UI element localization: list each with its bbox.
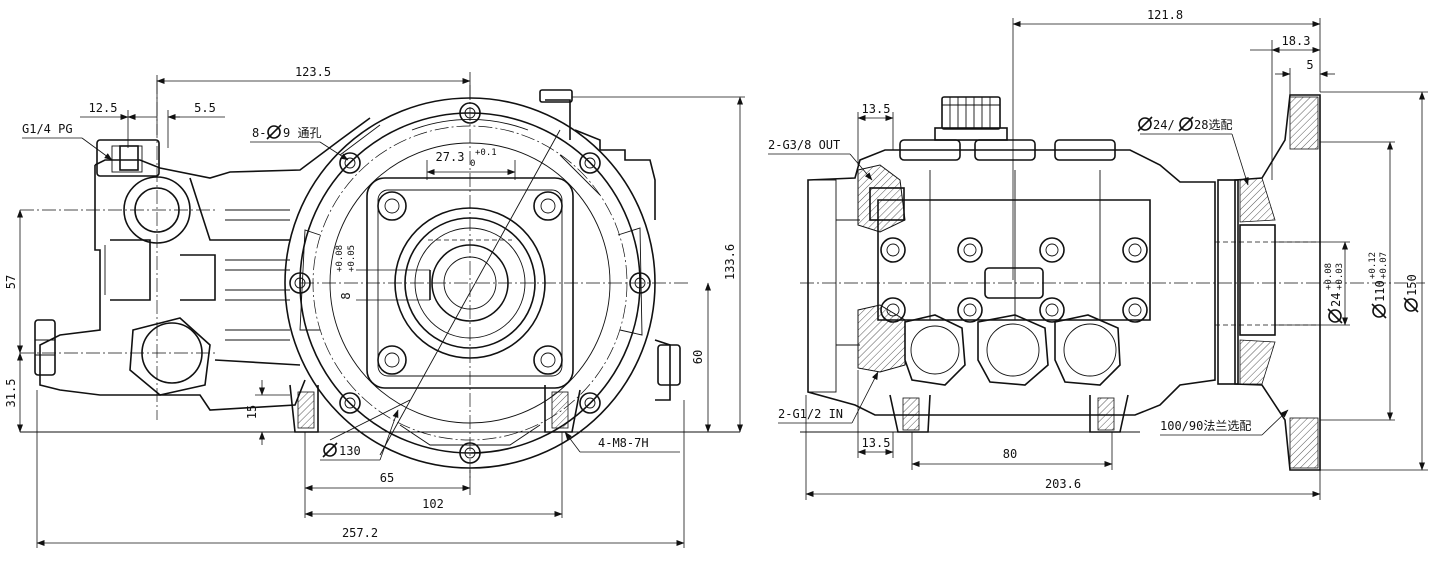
- left-view: 123.5 12.5 5.5 G1/4 PG 8- 9 通孔 27.3 +0.1…: [4, 65, 745, 548]
- dim-12-5: 12.5: [89, 101, 118, 115]
- dim-24: 24: [1329, 293, 1343, 307]
- shaft-b: 28选配: [1194, 118, 1232, 132]
- label-g14-pg: G1/4 PG: [22, 122, 73, 136]
- label-in: 2-G1/2 IN: [778, 407, 843, 421]
- dim-8: 8: [339, 292, 353, 299]
- dim-110-tol-up: +0.12: [1368, 252, 1378, 279]
- holes-suffix: 9 通孔: [283, 126, 321, 140]
- dim-24-tol-up: +0.08: [1324, 263, 1334, 290]
- dim-13-5-top: 13.5: [862, 102, 891, 116]
- flange: [284, 97, 656, 469]
- label-m8: 4-M8-7H: [598, 436, 649, 450]
- label-d130: 130: [320, 409, 399, 461]
- dim-8-tol-up: +0.08: [335, 245, 345, 272]
- label-flange: 100/90法兰选配: [1160, 419, 1251, 433]
- dim-150-group: 150: [1403, 274, 1419, 313]
- side-plug: [34, 319, 56, 376]
- dim-24-group: 24 +0.08 +0.03: [1324, 263, 1345, 324]
- dim-57: 57: [4, 275, 18, 289]
- dim-13-5-bot: 13.5: [862, 436, 891, 450]
- holes-prefix: 8-: [252, 126, 266, 140]
- diameter-symbol: [267, 125, 281, 139]
- dim-203-6: 203.6: [1045, 477, 1081, 491]
- dim-110: 110: [1373, 280, 1387, 302]
- pump-head: [34, 117, 371, 411]
- shaft-bore: [394, 207, 546, 359]
- outlet-port: [123, 176, 191, 244]
- dim-27-3: 27.3: [436, 150, 465, 164]
- right-view: 121.8 18.3 5 13.5 2-G3/8 OUT 24/ 28选配: [768, 8, 1428, 500]
- dim-150: 150: [1405, 274, 1419, 296]
- dim-110-group: 110 +0.12 +0.07: [1368, 252, 1389, 319]
- dim-15: 15: [245, 405, 259, 419]
- dim-110-tol-lo: +0.07: [1379, 252, 1389, 279]
- oil-cap: [941, 96, 1001, 130]
- dim-130: 130: [339, 444, 361, 458]
- dim-65: 65: [380, 471, 394, 485]
- pump-body: [807, 96, 1216, 433]
- dim-8-group: 8 +0.08 +0.05: [335, 245, 357, 300]
- dim-257-2: 257.2: [342, 526, 378, 540]
- dim-5-5: 5.5: [194, 101, 216, 115]
- dim-27-3-tol-up: +0.1: [475, 148, 497, 158]
- mounting-flange: [1215, 94, 1321, 471]
- dim-31-5: 31.5: [4, 379, 18, 408]
- label-out: 2-G3/8 OUT: [768, 138, 840, 152]
- dim-121-8: 121.8: [1147, 8, 1183, 22]
- dim-102: 102: [422, 497, 444, 511]
- square-housing: [366, 177, 574, 389]
- dim-27-3-tol-lo: 0: [470, 159, 475, 169]
- dim-5: 5: [1306, 58, 1313, 72]
- dim-18-3: 18.3: [1282, 34, 1311, 48]
- shaft-a: 24/: [1153, 118, 1175, 132]
- label-holes: 8- 9 通孔: [250, 124, 349, 161]
- right-housing: [539, 89, 681, 401]
- plunger-head-3: [1054, 314, 1121, 386]
- plunger-head-1: [904, 314, 966, 386]
- dim-24-tol-lo: +0.03: [1335, 263, 1345, 290]
- label-shaft-option: 24/ 28选配: [1137, 116, 1249, 186]
- dim-123-5: 123.5: [295, 65, 331, 79]
- flange-bolt-holes: [289, 102, 651, 464]
- dim-60: 60: [691, 350, 705, 364]
- dim-80: 80: [1003, 447, 1017, 461]
- dim-8-tol-lo: +0.05: [347, 245, 357, 272]
- dim-133-6: 133.6: [723, 244, 737, 280]
- inlet-port: [129, 317, 211, 396]
- plunger-head-2: [977, 314, 1049, 386]
